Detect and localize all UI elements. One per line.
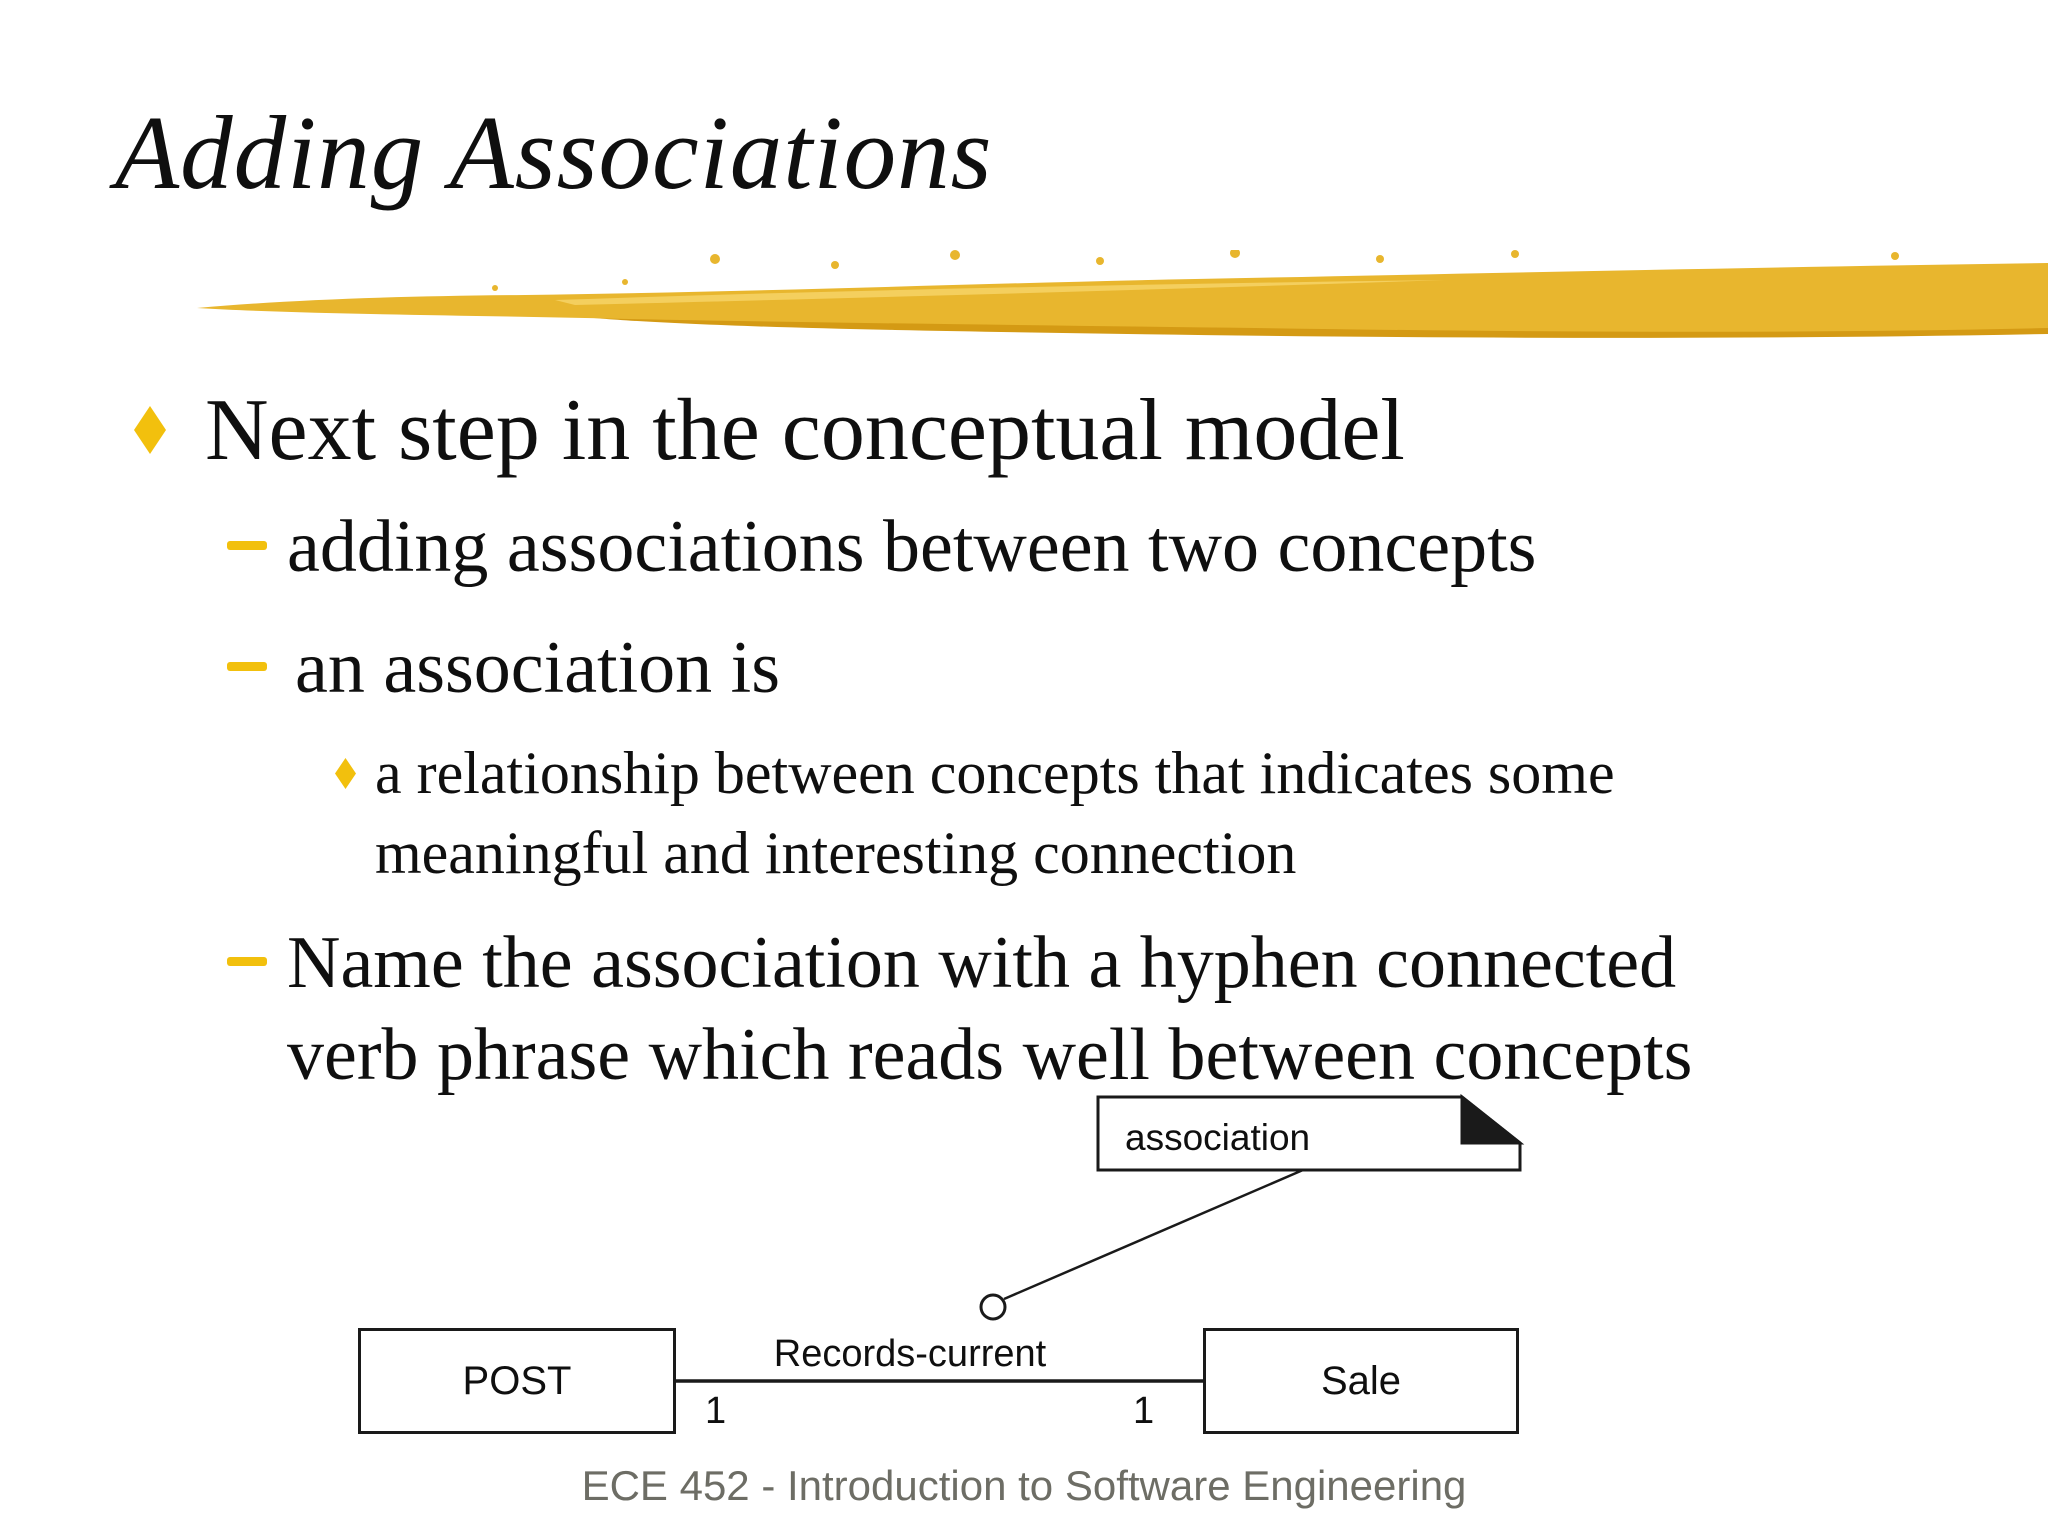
bullet-level3-line1: a relationship between concepts that ind…: [375, 740, 1615, 806]
footer-text: ECE 452 - Introduction to Software Engin…: [581, 1462, 1467, 1509]
dash-bullet-icon: [227, 957, 267, 966]
diamond-bullet-icon: [335, 758, 356, 789]
bullet-level1: Next step in the conceptual model: [205, 382, 1405, 479]
bullet-level2-adding: adding associations between two concepts: [287, 506, 1537, 588]
note-label: association: [1125, 1117, 1311, 1158]
association-name: Records-current: [773, 1333, 1047, 1375]
class-box-sale: Sale: [1203, 1328, 1519, 1434]
bullet-level2c-line2: verb phrase which reads well between con…: [287, 1014, 1693, 1096]
dash-bullet-icon: [227, 541, 267, 550]
swoosh-highlight-stroke: [555, 280, 1445, 305]
swoosh-main-stroke: [197, 263, 2048, 332]
class-box-post: POST: [358, 1328, 676, 1434]
note-connector-line: [1003, 1168, 1304, 1301]
bullet-level2-association-is: an association is: [295, 627, 781, 709]
uml-note-shape: [1096, 1095, 1522, 1172]
class-label-sale: Sale: [1320, 1358, 1402, 1403]
connector-anchor-circle: [979, 1293, 1007, 1321]
bullet-level2-name-association: Name the association with a hyphen conne…: [287, 917, 1692, 1101]
bullet-level3-relationship: a relationship between concepts that ind…: [375, 733, 1615, 893]
multiplicity-right: 1: [1133, 1390, 1155, 1432]
multiplicity-left: 1: [705, 1390, 727, 1432]
title-underline-swoosh: [197, 250, 2048, 338]
bullet-level3-line2: meaningful and interesting connection: [375, 820, 1297, 886]
page-title: Adding Associations: [115, 94, 993, 211]
swoosh-speckles: [492, 250, 1899, 291]
dash-bullet-icon: [227, 662, 267, 671]
note-folded-corner-icon: [1460, 1093, 1525, 1145]
bullet-level2c-line1: Name the association with a hyphen conne…: [287, 922, 1677, 1004]
class-label-post: POST: [462, 1358, 572, 1403]
